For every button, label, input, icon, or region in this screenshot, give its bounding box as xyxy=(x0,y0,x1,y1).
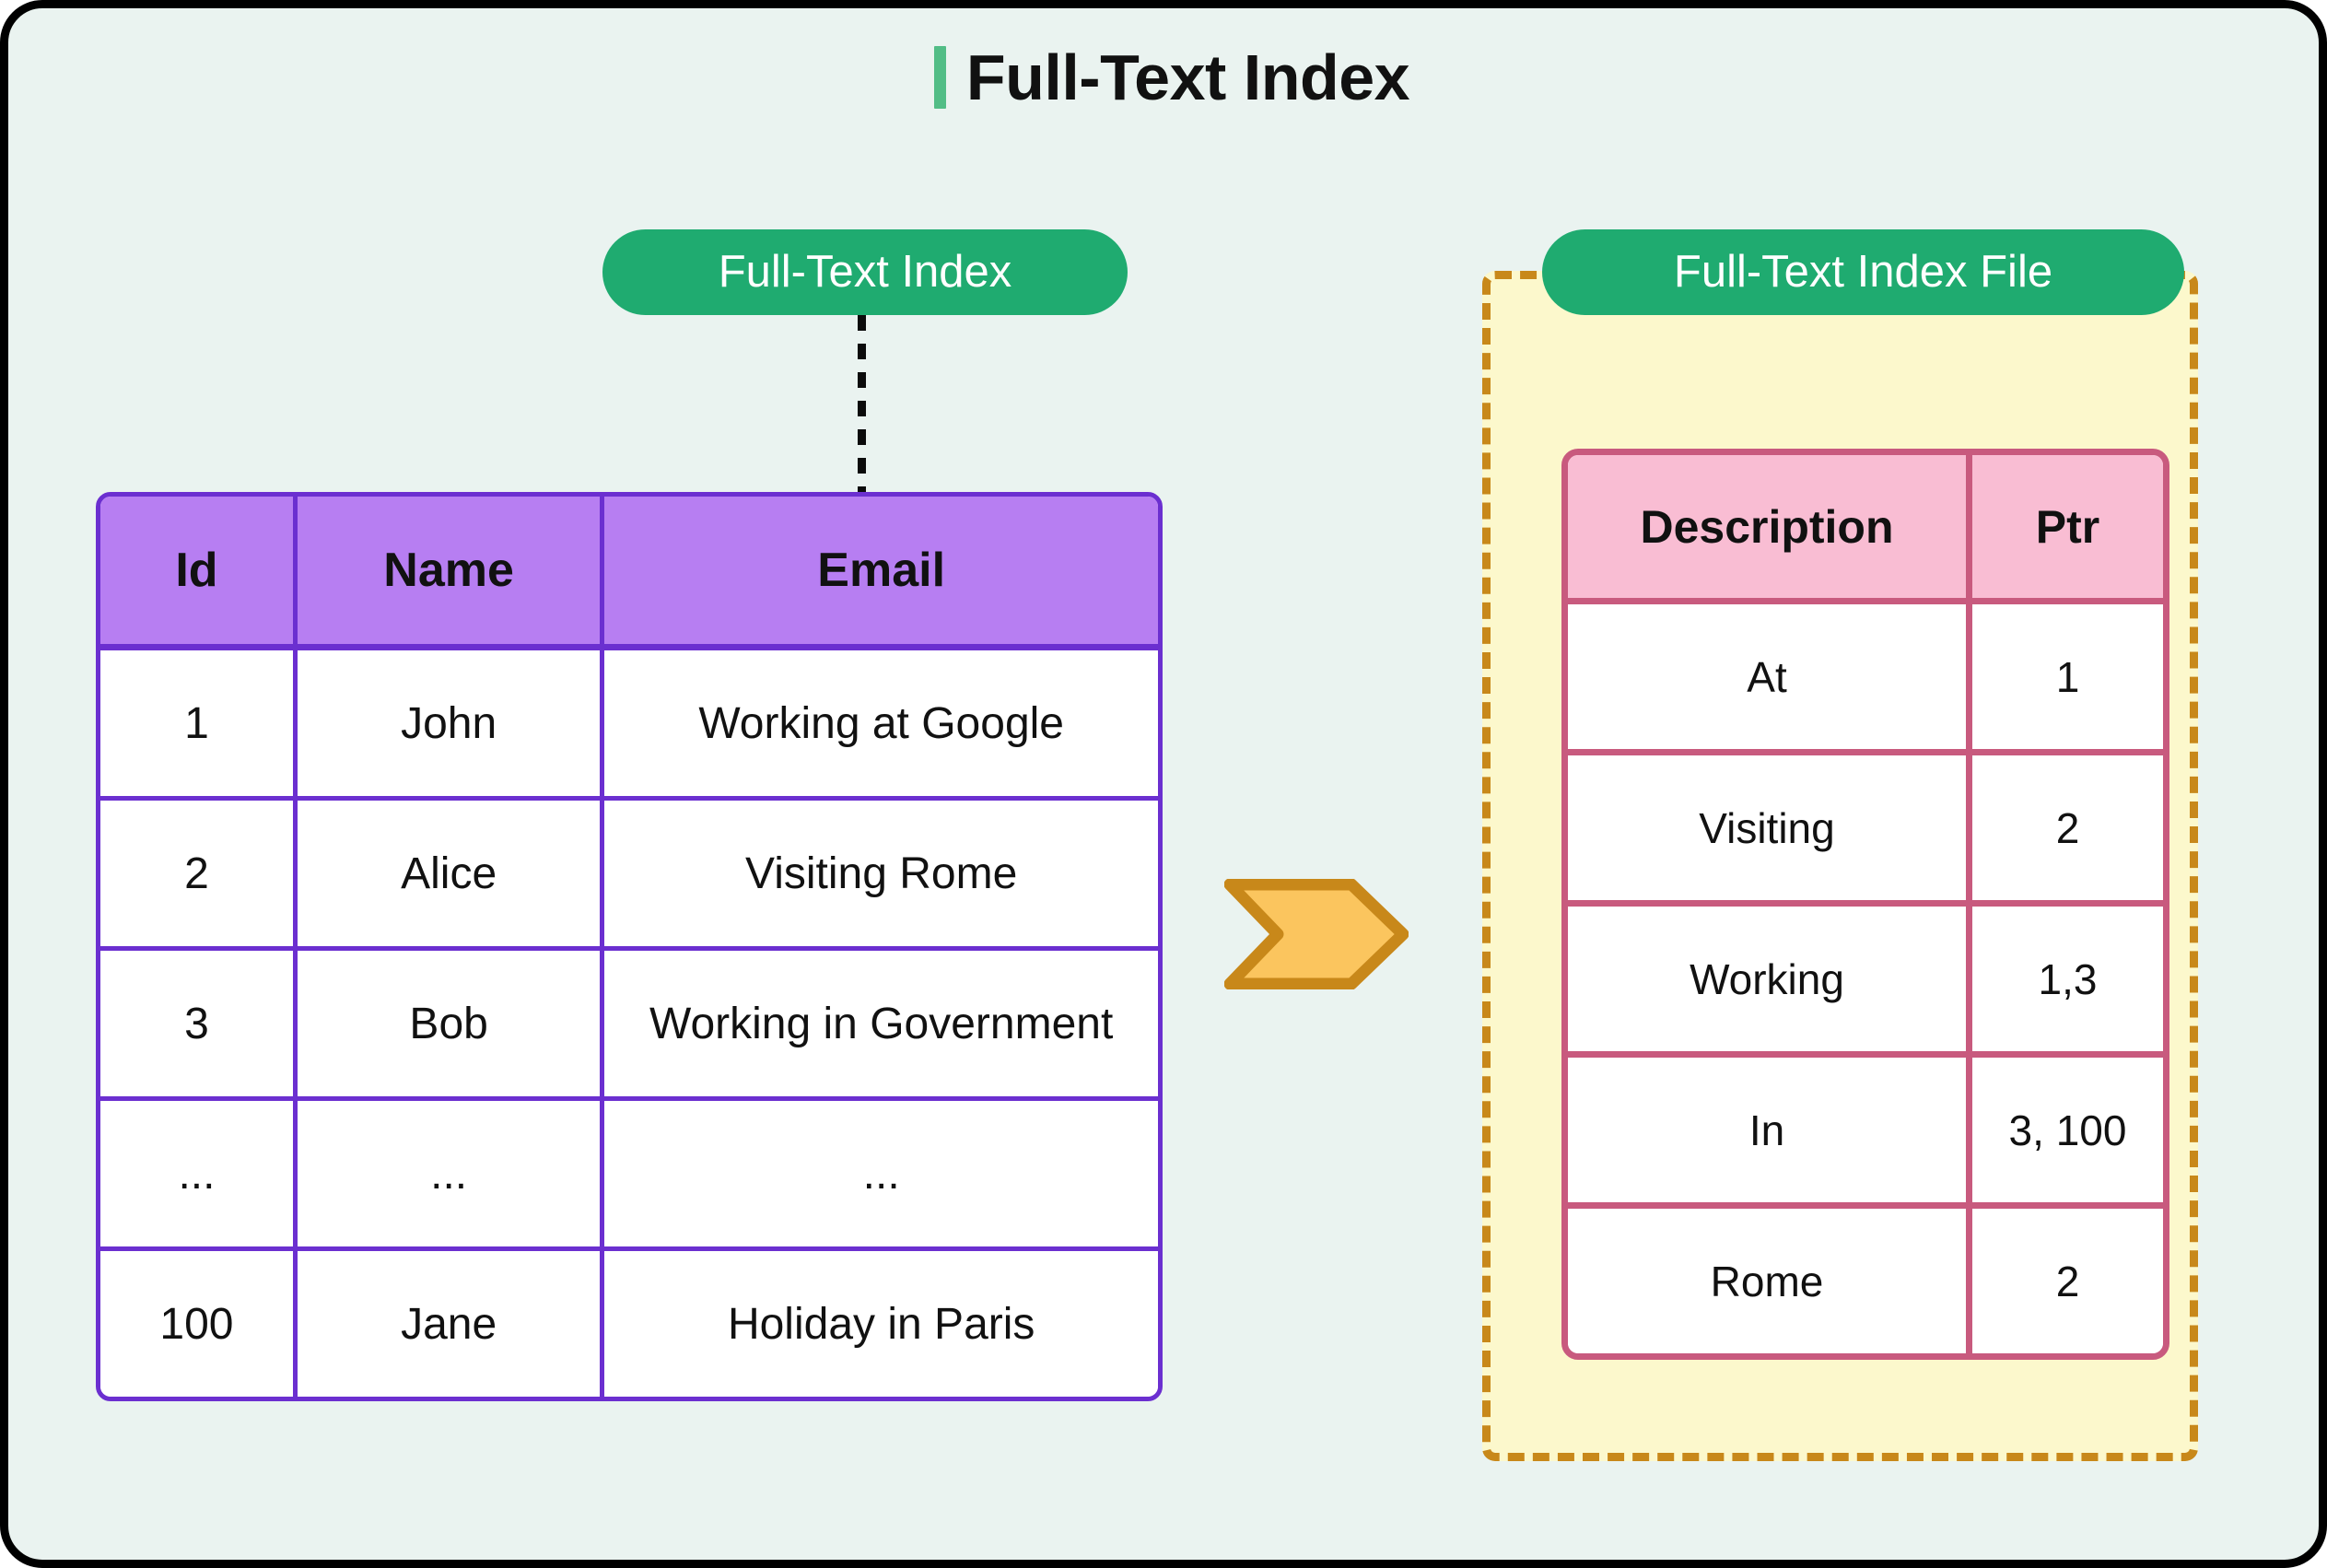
cell-name: Alice xyxy=(292,801,601,951)
cell-description: At xyxy=(1568,604,1966,755)
badge-full-text-index-file: Full-Text Index File xyxy=(1542,229,2184,315)
column-header-ptr: Ptr xyxy=(1966,455,2163,604)
cell-email: Working at Google xyxy=(600,650,1158,801)
cell-id: 100 xyxy=(100,1251,293,1397)
cell-name: ... xyxy=(292,1101,601,1251)
cell-email: Working in Government xyxy=(600,951,1158,1101)
column-header-id: Id xyxy=(100,497,293,650)
table-row: In 3, 100 xyxy=(1568,1058,2163,1209)
cell-description: Rome xyxy=(1568,1209,1966,1353)
table-row: Working 1,3 xyxy=(1568,907,2163,1058)
table-row: Visiting 2 xyxy=(1568,755,2163,907)
column-header-email: Email xyxy=(600,497,1158,650)
cell-ptr: 3, 100 xyxy=(1966,1058,2163,1209)
cell-id: 1 xyxy=(100,650,293,801)
cell-ptr: 1 xyxy=(1966,604,2163,755)
table-row: 1 John Working at Google xyxy=(100,650,1158,801)
table-header-row: Description Ptr xyxy=(1568,455,2163,604)
table-row: ... ... ... xyxy=(100,1101,1158,1251)
cell-description: Visiting xyxy=(1568,755,1966,907)
cell-email: Holiday in Paris xyxy=(600,1251,1158,1397)
cell-description: In xyxy=(1568,1058,1966,1209)
badge-right-label: Full-Text Index File xyxy=(1673,247,2053,297)
cell-id: 3 xyxy=(100,951,293,1101)
table-row: 3 Bob Working in Government xyxy=(100,951,1158,1101)
source-table: Id Name Email 1 John Working at Google 2… xyxy=(96,492,1163,1401)
index-table: Description Ptr At 1 Visiting 2 Working … xyxy=(1561,449,2169,1360)
cell-description: Working xyxy=(1568,907,1966,1058)
badge-left-label: Full-Text Index xyxy=(718,247,1012,297)
cell-id: 2 xyxy=(100,801,293,951)
table-row: 2 Alice Visiting Rome xyxy=(100,801,1158,951)
page-title-text: Full-Text Index xyxy=(965,41,1410,113)
cell-id: ... xyxy=(100,1101,293,1251)
cell-name: John xyxy=(292,650,601,801)
cell-ptr: 1,3 xyxy=(1966,907,2163,1058)
cell-email: ... xyxy=(600,1101,1158,1251)
chevron-right-arrow-icon xyxy=(1223,878,1409,990)
cell-name: Jane xyxy=(292,1251,601,1397)
column-header-description: Description xyxy=(1568,455,1966,604)
table-header-row: Id Name Email xyxy=(100,497,1158,650)
cell-email: Visiting Rome xyxy=(600,801,1158,951)
table-row: Rome 2 xyxy=(1568,1209,2163,1353)
dotted-vertical-line-icon xyxy=(858,315,866,499)
table-row: At 1 xyxy=(1568,604,2163,755)
title-accent-bar xyxy=(933,46,946,109)
cell-ptr: 2 xyxy=(1966,1209,2163,1353)
cell-ptr: 2 xyxy=(1966,755,2163,907)
column-header-name: Name xyxy=(292,497,601,650)
page-title: Full-Text Index xyxy=(8,41,2319,113)
table-row: 100 Jane Holiday in Paris xyxy=(100,1251,1158,1397)
cell-name: Bob xyxy=(292,951,601,1101)
badge-full-text-index: Full-Text Index xyxy=(602,229,1128,315)
